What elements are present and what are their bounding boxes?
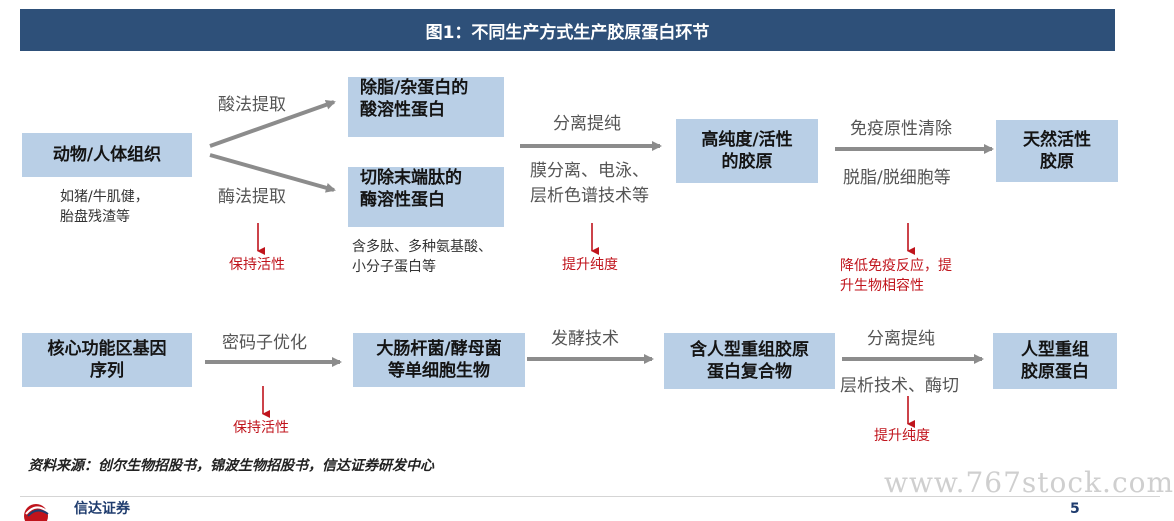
raise-purity-2: 提升纯度 [874,428,930,444]
natural-collagen-box: 天然活性 胶原 [996,120,1118,182]
separation-label: 分离提纯 [553,114,621,134]
separation-note-1: 膜分离、电泳、 [530,161,649,181]
immune-clear-label: 免疫原性清除 [850,119,952,139]
separation-label-2: 分离提纯 [867,329,935,349]
complex-box: 含人型重组胶原 蛋白复合物 [664,333,835,389]
flow-arrows [205,99,994,428]
high-purity-line2: 的胶原 [721,152,773,172]
arrow-enzyme [209,153,336,193]
chromatography-label: 层析技术、酶切 [840,376,959,396]
reduce-immune-2: 升生物相容性 [840,278,924,294]
keep-activity-1: 保持活性 [229,257,285,273]
tissue-note-1: 如猪/牛肌健， [60,189,149,205]
separation-note-2: 层析色谱技术等 [530,186,649,206]
raise-purity-1: 提升纯度 [562,257,618,273]
enzyme-note-1: 含多肽、多种氨基酸、 [352,239,492,255]
tissue-label: 动物/人体组织 [52,145,162,165]
arrow-acid [209,99,336,148]
tissue-box: 动物/人体组织 [22,133,192,177]
acid-box-line1: 除脂/杂蛋白的 [360,78,469,98]
recombinant-line1: 人型重组 [1021,340,1089,360]
codon-label: 密码子优化 [222,333,307,353]
enzyme-box-line1: 切除末端肽的 [360,168,462,188]
page-number: 5 [1070,501,1080,517]
recombinant-line2: 胶原蛋白 [1021,362,1089,382]
ferment-label: 发酵技术 [551,329,619,349]
microbe-line1: 大肠杆菌/酵母菌 [376,339,502,359]
enzyme-soluble-box: 切除末端肽的 酶溶性蛋白 [348,167,504,227]
recombinant-box: 人型重组 胶原蛋白 [993,333,1117,389]
watermark: www.767stock.com [884,466,1174,499]
acid-box-line2: 酸溶性蛋白 [360,100,445,120]
gene-line2: 序列 [90,361,124,381]
high-purity-line1: 高纯度/活性 [701,130,793,150]
acid-method-label: 酸法提取 [218,95,286,115]
source-note: 资料来源：创尔生物招股书，锦波生物招股书，信达证券研发中心 [28,458,434,474]
gene-line1: 核心功能区基因 [47,339,167,359]
complex-line2: 蛋白复合物 [707,362,792,382]
footer-divider [20,496,1160,497]
natural-line1: 天然活性 [1023,130,1091,150]
keep-activity-2: 保持活性 [233,420,289,436]
defat-label: 脱脂/脱细胞等 [843,168,951,188]
high-purity-box: 高纯度/活性 的胶原 [676,119,818,183]
microbe-box: 大肠杆菌/酵母菌 等单细胞生物 [353,333,525,387]
reduce-immune-1: 降低免疫反应，提 [840,258,952,274]
microbe-line2: 等单细胞生物 [388,361,490,381]
enzyme-note-2: 小分子蛋白等 [352,259,436,275]
page-title: 图1：不同生产方式生产胶原蛋白环节 [20,9,1115,51]
logo-text: 信达证券 [74,501,130,517]
gene-box: 核心功能区基因 序列 [22,333,192,387]
enzyme-method-label: 酶法提取 [218,187,286,207]
tissue-note-2: 胎盘残渣等 [60,209,130,225]
acid-soluble-box: 除脂/杂蛋白的 酸溶性蛋白 [348,77,504,137]
enzyme-box-line2: 酶溶性蛋白 [360,190,445,210]
complex-line1: 含人型重组胶原 [690,340,809,360]
cinda-logo-icon [24,504,49,521]
natural-line2: 胶原 [1040,152,1074,172]
